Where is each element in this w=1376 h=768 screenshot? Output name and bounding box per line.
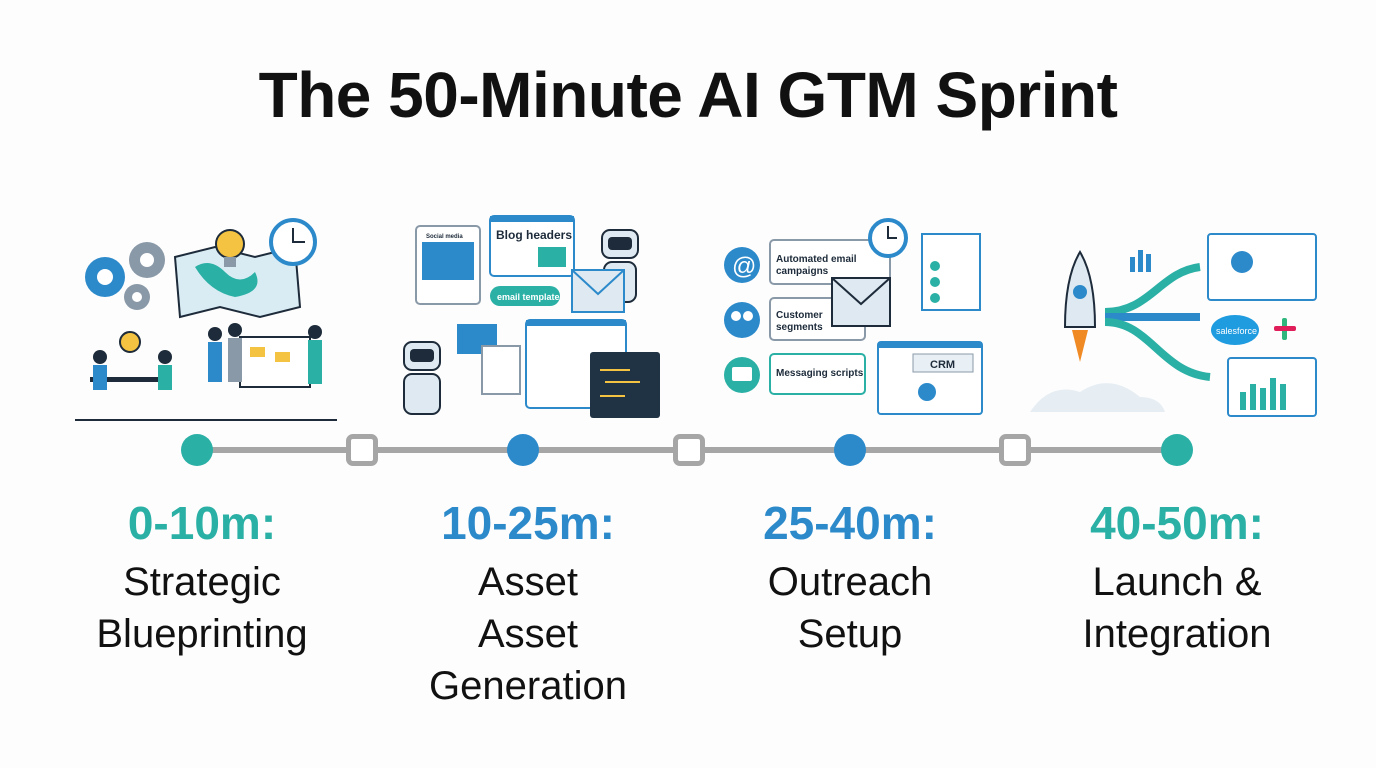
blog-headers-label: Blog headers [496, 228, 572, 242]
phase-2-time: 10-25m: [441, 497, 615, 549]
phase-title-line: Launch & [1092, 560, 1262, 604]
timeline-connector [346, 434, 378, 466]
salesforce-logo: salesforce [1211, 315, 1259, 345]
timeline-node-1 [181, 434, 213, 466]
phase-4-time: 40-50m: [1090, 497, 1264, 549]
robot-icon [403, 341, 441, 415]
chat-icon [724, 357, 760, 393]
customer-segments-label: Customer [776, 310, 823, 321]
social-media-card-label: Social media [426, 234, 463, 240]
automated-email-label: Automated email [776, 254, 857, 265]
illustration-strategy [75, 212, 337, 422]
timeline-node-3 [834, 434, 866, 466]
phase-title-line: Blueprinting [96, 612, 308, 656]
timeline-connector [673, 434, 705, 466]
messaging-scripts-label: Messaging scripts [776, 368, 864, 379]
clock-icon [269, 218, 317, 266]
email-template-label: email template [497, 292, 560, 302]
team-people-icon [75, 323, 337, 421]
svg-text:salesforce: salesforce [1216, 326, 1257, 336]
lightbulb-icon [215, 229, 245, 267]
svg-text:@: @ [732, 253, 756, 280]
phase-title-line: Setup [797, 612, 903, 656]
page-title: The 50-Minute AI GTM Sprint [258, 59, 1118, 131]
phase-title-line: Asset [477, 612, 579, 656]
phase-3-time: 25-40m: [763, 497, 937, 549]
phase-title-line: Strategic [123, 560, 281, 604]
envelope-icon [831, 277, 891, 327]
timeline-connector [999, 434, 1031, 466]
timeline-node-4 [1161, 434, 1193, 466]
phase-2-title: Asset Asset Generation [348, 556, 708, 712]
phase-4-title: Launch & Integration [997, 556, 1357, 660]
rocket-icon [1063, 250, 1097, 362]
phase-1-title: Strategic Blueprinting [22, 556, 382, 660]
gear-icon [124, 242, 165, 310]
slack-logo [1274, 318, 1296, 340]
gear-icon [85, 257, 125, 297]
clock-icon [868, 218, 908, 258]
phase-title-line: Outreach [767, 560, 933, 604]
crm-label: CRM [930, 359, 955, 371]
timeline-node-2 [507, 434, 539, 466]
phase-title-line: Asset [477, 560, 579, 604]
phase-title-line: Integration [1082, 612, 1272, 656]
phase-1-time: 0-10m: [127, 497, 277, 549]
illustration-outreach: @ Automated email campaigns Customer seg… [720, 212, 990, 422]
phase-title-line: Generation [429, 664, 627, 708]
envelope-icon [571, 269, 625, 313]
customer-segments-label-2: segments [776, 322, 823, 333]
bar-chart-icon [1130, 250, 1151, 272]
illustration-launch: salesforce [1030, 212, 1320, 422]
phase-3-title: Outreach Setup [670, 556, 1030, 660]
illustration-asset-generation: Social media Blog headers email template [390, 212, 662, 422]
automated-email-label-2: campaigns [776, 266, 829, 277]
users-icon [724, 302, 760, 338]
at-sign-icon: @ [724, 247, 760, 283]
